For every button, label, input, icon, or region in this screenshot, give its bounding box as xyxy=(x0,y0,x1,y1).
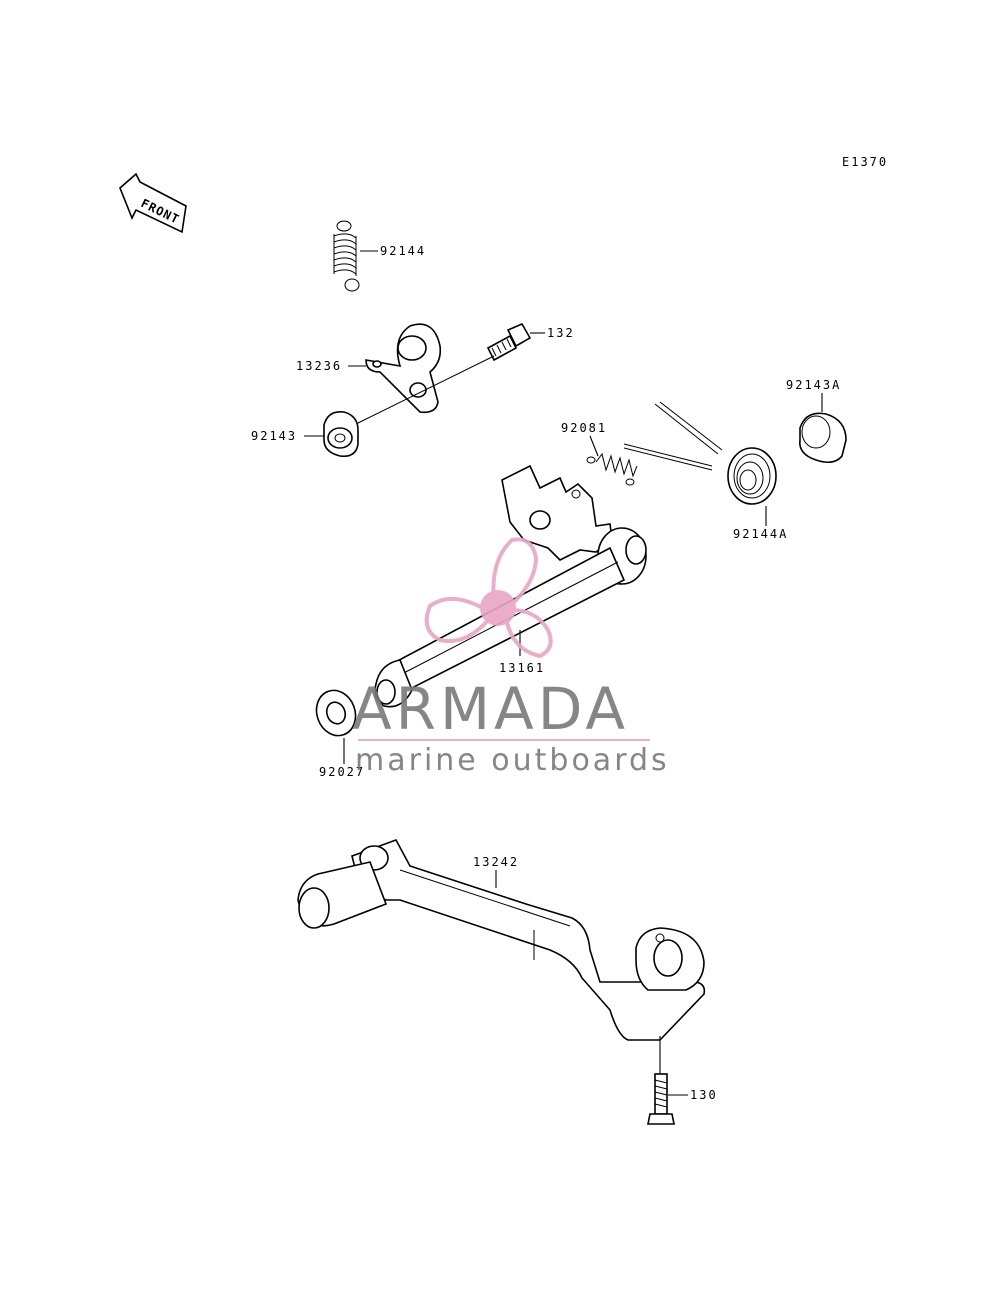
plate-13236-icon xyxy=(365,323,442,414)
watermark-brand: ARMADA xyxy=(352,675,629,743)
part-label-132: 132 xyxy=(547,326,575,340)
washer-92027-icon xyxy=(315,689,357,737)
front-arrow-icon: FRONT xyxy=(119,172,187,234)
collar-92143-icon xyxy=(323,410,359,458)
part-label-13236: 13236 xyxy=(296,359,342,373)
watermark: ARMADA marine outboards xyxy=(352,537,670,778)
spring-92144-icon xyxy=(333,220,360,292)
part-label-92143A: 92143A xyxy=(786,378,841,392)
spring-92081-icon xyxy=(586,452,638,486)
part-label-92144: 92144 xyxy=(380,244,426,258)
watermark-tagline: marine outboards xyxy=(355,743,670,778)
bolt-132-icon xyxy=(486,322,532,362)
part-label-92143: 92143 xyxy=(251,429,297,443)
part-label-92027: 92027 xyxy=(319,765,365,779)
shift-pedal-13242-icon xyxy=(297,839,706,1041)
part-label-13242: 13242 xyxy=(473,855,519,869)
part-label-92081: 92081 xyxy=(561,421,607,435)
propeller-logo-icon xyxy=(424,537,553,659)
part-label-92144A: 92144A xyxy=(733,527,788,541)
bolt-130-icon xyxy=(647,1073,675,1125)
part-label-130: 130 xyxy=(690,1088,718,1102)
torsion-spring-92144A-icon xyxy=(623,401,777,505)
collar-92143A-icon xyxy=(799,412,847,464)
part-label-13161: 13161 xyxy=(499,661,545,675)
diagram-code: E1370 xyxy=(842,155,888,169)
